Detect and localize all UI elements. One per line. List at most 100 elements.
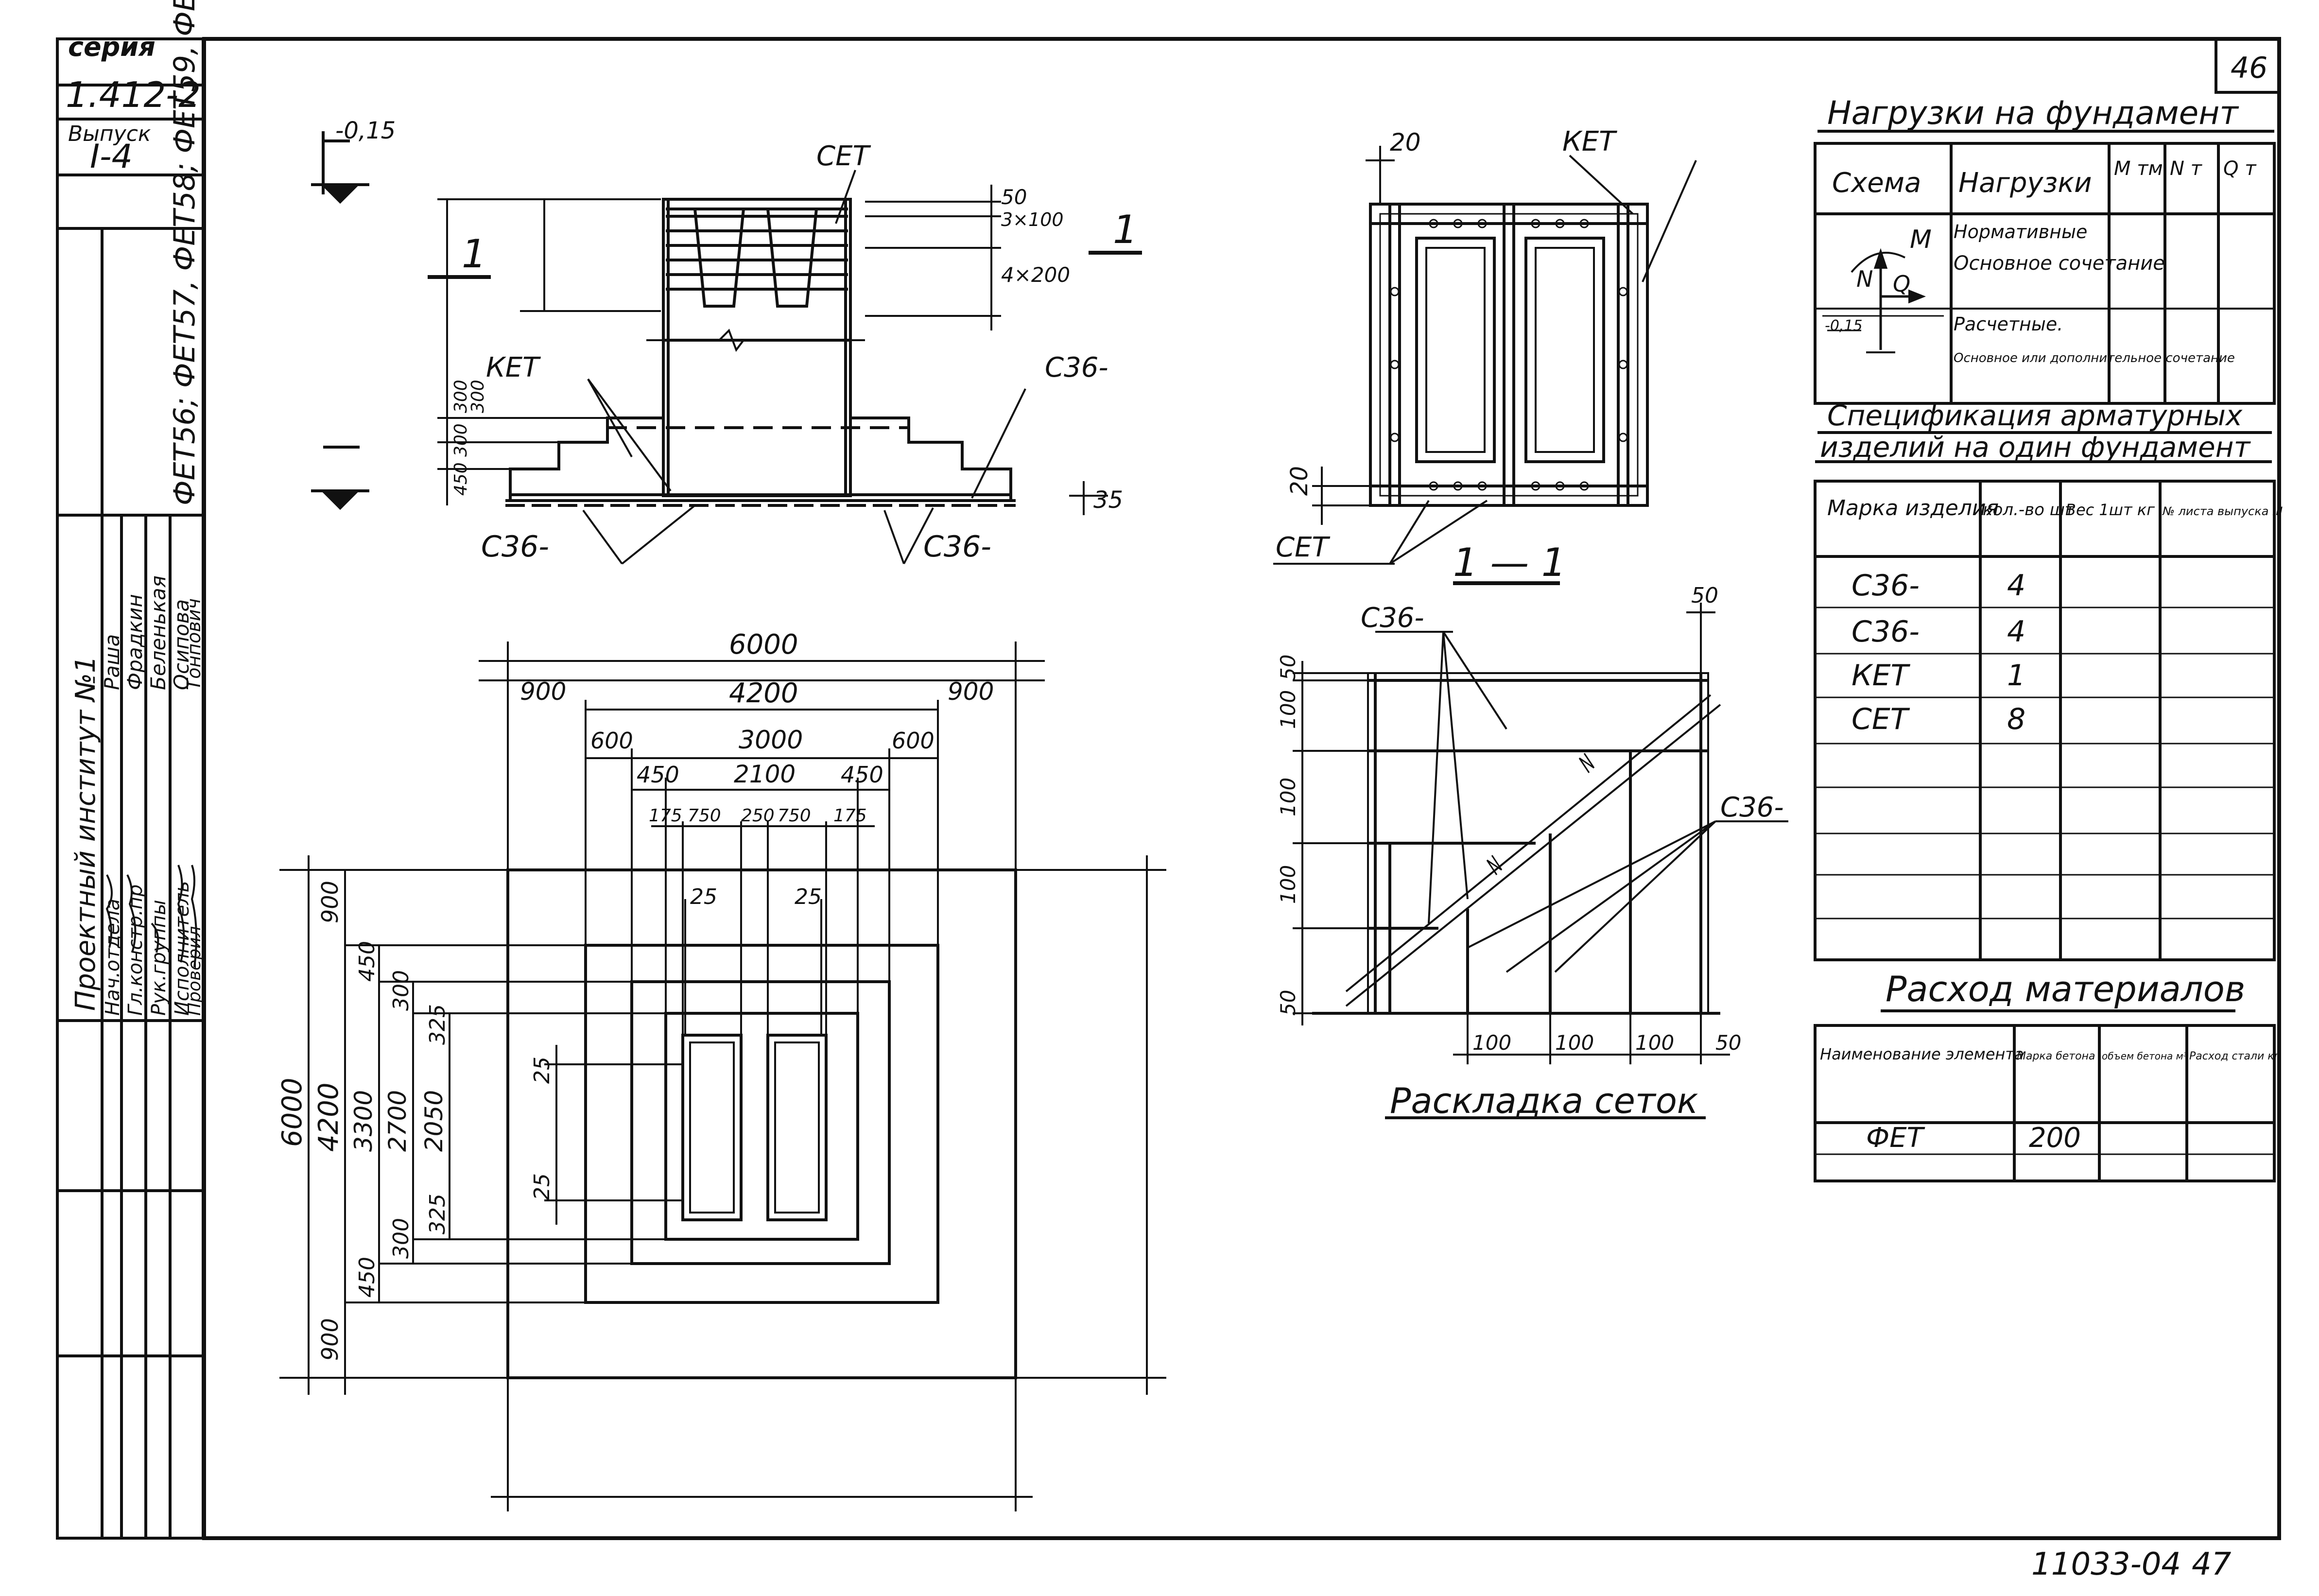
plan-dim-gap-v-top: 25 xyxy=(530,1057,554,1084)
plan-dim-3300: 3300 xyxy=(349,1090,378,1152)
plan-dim-gap-right: 25 xyxy=(795,885,822,909)
plan-dim-small-1: 750 xyxy=(688,806,721,826)
dim-spacing-4: 4×200 xyxy=(1001,263,1070,287)
scheme-m: M xyxy=(1910,225,1932,254)
spec-header-qty: кол.-во шт xyxy=(1983,500,2075,520)
spec-header-weight: Вес 1шт кг xyxy=(2065,501,2155,519)
materials-table xyxy=(1814,1009,2276,1182)
materials-header-grade: Марка бетона xyxy=(2017,1050,2095,1062)
stamp-name-4: Тонпович xyxy=(183,598,205,690)
plan-drawing xyxy=(279,642,1166,1511)
ket-label-section: КЕТ xyxy=(486,352,541,383)
stamp-role-1: Гл.констр.пр xyxy=(124,885,147,1016)
cage-ket-label: КЕТ xyxy=(1562,126,1617,157)
loads-title: Нагрузки на фундамент xyxy=(1827,94,2239,132)
mesh-title: Раскладка сеток xyxy=(1390,1080,1698,1121)
mesh-dim-v-2: 100 xyxy=(1276,778,1300,816)
plan-dim-600-left: 600 xyxy=(590,728,633,754)
spec-row3-mark: СЕТ xyxy=(1852,702,1910,736)
cage-dots xyxy=(1390,219,1628,491)
dim-step3: 300 xyxy=(468,380,488,413)
plan-dim-small-0: 175 xyxy=(649,806,682,826)
plan-dim-small-3: 750 xyxy=(778,806,811,826)
mesh-dim-h-3: 50 xyxy=(1715,1031,1741,1055)
plan-dim-325-top: 325 xyxy=(425,1004,450,1045)
cage-section-title: 1 — 1 xyxy=(1453,540,1566,585)
loads-header-n: N т xyxy=(2170,157,2203,180)
plan-dim-inner-v: 4200 xyxy=(313,1082,345,1152)
section-drawing xyxy=(311,131,1142,565)
stamp-name-2: Беленькая xyxy=(146,575,170,690)
scheme-q: Q xyxy=(1893,271,1910,297)
mesh-top-dim: 50 xyxy=(1691,583,1718,608)
dim-spacing-3: 3×100 xyxy=(1001,209,1064,230)
plan-dim-small-4: 175 xyxy=(833,806,867,826)
plan-dim-450-left: 450 xyxy=(637,762,679,788)
materials-row-grade: 200 xyxy=(2029,1122,2081,1154)
plan-dim-edge-h-right: 900 xyxy=(948,677,994,706)
loads-row1-type: Расчетные. xyxy=(1954,313,2063,335)
stamp-marks: ФЕТ56; ФЕТ57, ФЕТ58; ФЕТ59, ФЕТ60 xyxy=(168,0,202,505)
plan-dim-450-top: 450 xyxy=(355,941,380,982)
stamp-name-1: Фрадкин xyxy=(123,594,147,690)
c36-label-section-left: С36- xyxy=(481,530,549,564)
level-label: -0,15 xyxy=(335,117,396,144)
plan-dim-core: 2100 xyxy=(734,760,796,788)
spec-row0-qty: 4 xyxy=(2007,569,2025,603)
stamp-name-0: Раша xyxy=(100,634,124,690)
cage-top-dim: 20 xyxy=(1390,128,1421,156)
loads-row1-combo: Основное или дополнительное сочетание xyxy=(1954,351,2235,365)
stamp-column xyxy=(56,37,205,1540)
mesh-drawing xyxy=(1293,603,1788,1119)
mesh-dim-h-1: 100 xyxy=(1555,1031,1594,1055)
plan-dim-2700: 2700 xyxy=(383,1090,412,1152)
materials-header-volume: объем бетона м³ xyxy=(2102,1050,2187,1062)
plan-dim-300-bottom: 300 xyxy=(389,1218,414,1259)
stamp-role-3: Исполнитель xyxy=(171,881,193,1016)
spec-table xyxy=(1814,431,2276,961)
spec-row2-qty: 1 xyxy=(2007,659,2025,693)
stamp-role-4: Проверил xyxy=(185,926,205,1016)
series-value: 1.412-2 xyxy=(66,74,201,115)
plan-dim-inner-h: 4200 xyxy=(729,677,798,709)
spec-title-2: изделий на один фундамент xyxy=(1820,431,2251,464)
spec-row2-mark: КЕТ xyxy=(1852,659,1911,693)
materials-header-steel: Расход стали кг xyxy=(2189,1050,2280,1062)
loads-header-q: Q т xyxy=(2223,157,2257,180)
mesh-dim-v-4: 50 xyxy=(1276,990,1300,1016)
cage-cet-label: СЕТ xyxy=(1276,532,1330,563)
plan-dim-450-bottom: 450 xyxy=(355,1257,380,1298)
plan-dim-edge-v-bottom: 900 xyxy=(317,1318,343,1361)
mesh-dim-h-0: 100 xyxy=(1472,1031,1511,1055)
sheet-number: 46 xyxy=(2231,51,2267,85)
loads-header-loads: Нагрузки xyxy=(1958,167,2092,199)
dim-step1: 300 xyxy=(451,380,471,413)
cage-side-dim: 20 xyxy=(1286,466,1313,496)
stamp-role-0: Нач.отдела xyxy=(102,899,124,1016)
plan-dim-600-right: 600 xyxy=(892,728,935,754)
issue-value: I-4 xyxy=(90,138,133,176)
series-label: серия xyxy=(68,32,156,62)
materials-header-name: Наименование элемента xyxy=(1820,1045,2024,1063)
scheme-level: -0,15 xyxy=(1825,317,1863,334)
plan-dim-gap-left: 25 xyxy=(690,885,717,909)
spec-row1-qty: 4 xyxy=(2007,615,2025,649)
plan-dim-total-h: 6000 xyxy=(729,629,798,660)
mesh-dim-v-0: 50 xyxy=(1276,655,1300,680)
materials-title: Расход материалов xyxy=(1886,969,2245,1009)
spec-row3-qty: 8 xyxy=(2007,702,2025,736)
spec-header-sheet: № листа выпуска III xyxy=(2162,504,2283,518)
spec-title-1: Спецификация арматурных xyxy=(1827,399,2243,432)
plan-dim-edge-v-top: 900 xyxy=(317,881,343,923)
mesh-dim-v-1: 100 xyxy=(1276,690,1300,729)
plan-dim-450-right: 450 xyxy=(841,762,883,788)
stamp-institute: Проектный институт №1 xyxy=(70,656,102,1011)
materials-row-name: ФЕТ xyxy=(1866,1122,1925,1154)
dim-cover: 35 xyxy=(1093,486,1123,514)
loads-header-scheme: Схема xyxy=(1832,167,1921,199)
spec-row1-mark: С36- xyxy=(1852,615,1920,649)
stamp-role-2: Рук.группы xyxy=(148,900,170,1016)
plan-dim-total-v: 6000 xyxy=(277,1077,308,1147)
cet-label-top: СЕТ xyxy=(816,140,871,172)
spec-header-mark: Марка изделия xyxy=(1827,496,1999,520)
